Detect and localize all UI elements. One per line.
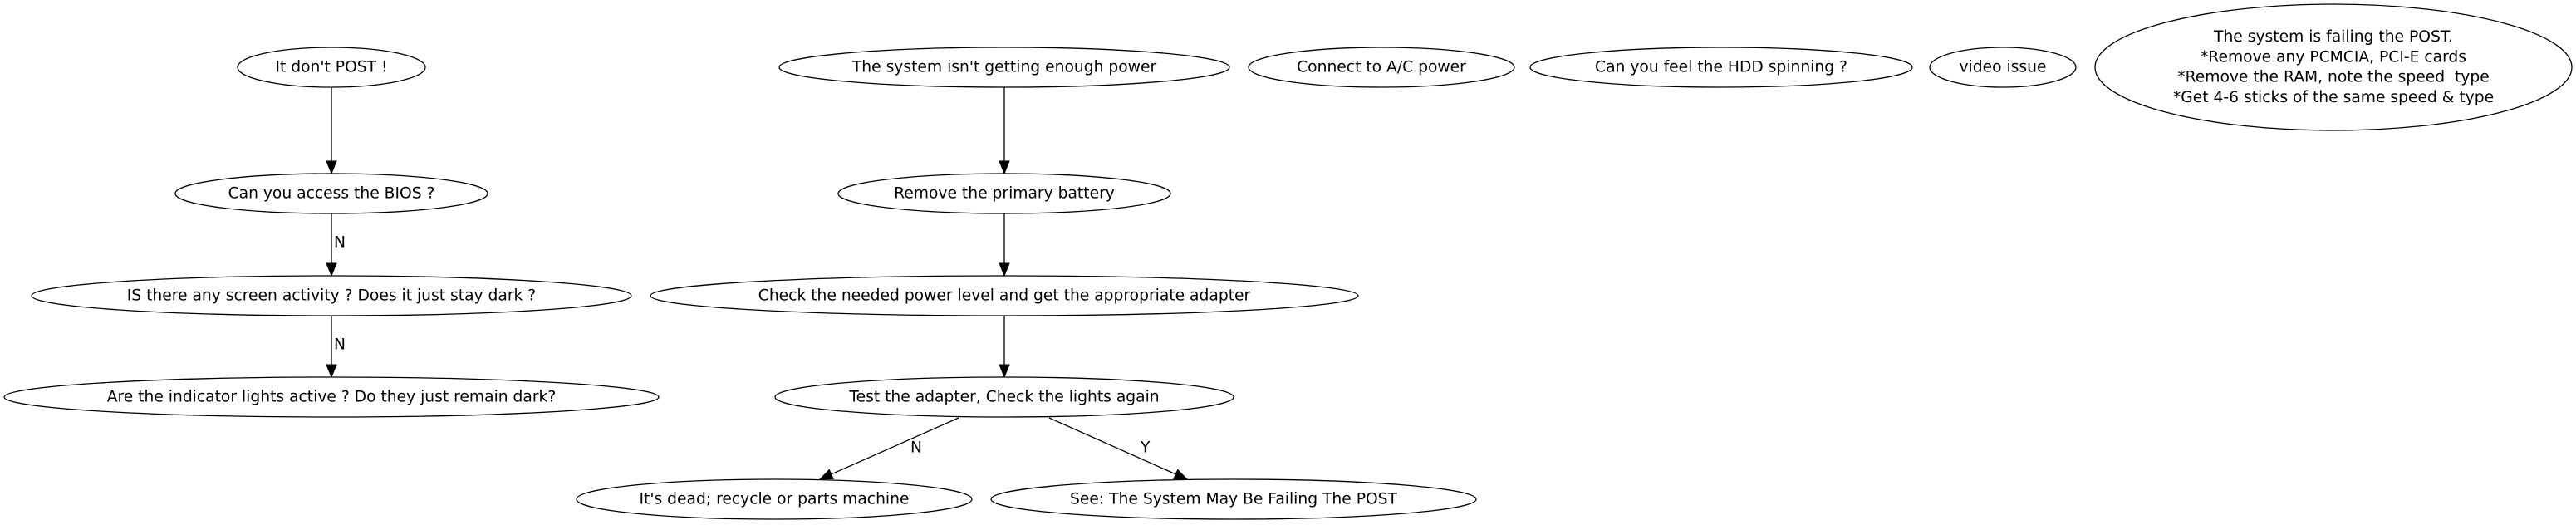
- node-label: The system isn't getting enough power: [851, 59, 1157, 76]
- node-power[interactable]: The system isn't getting enough power: [778, 47, 1230, 88]
- node-label: Connect to A/C power: [1297, 59, 1466, 76]
- edge-power-to-battery: [999, 87, 1010, 175]
- edge-adapter_test-to-dead: N: [818, 417, 959, 480]
- node-failing-post[interactable]: The system is failing the POST. *Remove a…: [2094, 3, 2573, 131]
- node-ellipse[interactable]: [174, 173, 488, 214]
- edge-label: N: [910, 439, 922, 457]
- node-label: *Get 4-6 sticks of the same speed & type: [2173, 89, 2494, 106]
- node-label: See: The System May Be Failing The POST: [1070, 491, 1397, 508]
- node-ellipse[interactable]: [1929, 47, 2077, 88]
- arrowhead-icon: [999, 364, 1010, 379]
- node-label: Can you feel the HDD spinning ?: [1595, 59, 1847, 76]
- node-no-post[interactable]: It don't POST !: [237, 47, 426, 88]
- arrowhead-icon: [818, 469, 834, 480]
- node-ellipse[interactable]: [237, 47, 426, 88]
- arrowhead-icon: [326, 262, 337, 277]
- arrowhead-icon: [999, 160, 1010, 175]
- node-adapter-test[interactable]: Test the adapter, Check the lights again: [774, 376, 1234, 418]
- node-adapter-check[interactable]: Check the needed power level and get the…: [650, 275, 1359, 316]
- node-ellipse[interactable]: [2094, 3, 2573, 131]
- arrowhead-icon: [1173, 469, 1189, 480]
- edge-no_post-to-bios: [326, 87, 337, 175]
- node-label: Test the adapter, Check the lights again: [848, 389, 1159, 406]
- node-label: It's dead; recycle or parts machine: [640, 491, 910, 508]
- node-hdd[interactable]: Can you feel the HDD spinning ?: [1529, 47, 1913, 88]
- node-label: *Remove any PCMCIA, PCI-E cards: [2201, 48, 2466, 66]
- edges-layer: N N N Y: [326, 87, 1189, 480]
- node-see-post[interactable]: See: The System May Be Failing The POST: [990, 478, 1477, 520]
- node-ellipse[interactable]: [990, 478, 1477, 520]
- edge-label: N: [334, 234, 346, 252]
- node-ac[interactable]: Connect to A/C power: [1248, 47, 1515, 88]
- edge-line: [1048, 417, 1176, 475]
- node-ellipse[interactable]: [3, 376, 660, 418]
- nodes-layer: It don't POST ! Can you access the BIOS ?…: [3, 3, 2573, 520]
- edge-label: N: [334, 336, 346, 354]
- edge-adapter_test-to-see_post: Y: [1048, 417, 1189, 480]
- node-label: *Remove the RAM, note the speed type: [2177, 69, 2489, 86]
- node-label: The system is failing the POST.: [2213, 28, 2453, 46]
- node-lights[interactable]: Are the indicator lights active ? Do the…: [3, 376, 660, 418]
- edge-label: Y: [1140, 439, 1151, 457]
- node-dead[interactable]: It's dead; recycle or parts machine: [576, 478, 973, 520]
- edge-line: [831, 417, 959, 475]
- node-label: It don't POST !: [275, 59, 387, 76]
- edge-battery-to-adapter_check: [999, 213, 1010, 277]
- node-ellipse[interactable]: [576, 478, 973, 520]
- node-label: Can you access the BIOS ?: [228, 185, 435, 203]
- node-label: video issue: [1960, 59, 2047, 76]
- node-ellipse[interactable]: [31, 275, 632, 316]
- node-ellipse[interactable]: [650, 275, 1359, 316]
- node-label: Remove the primary battery: [894, 185, 1115, 203]
- node-battery[interactable]: Remove the primary battery: [837, 173, 1171, 214]
- node-bios[interactable]: Can you access the BIOS ?: [174, 173, 488, 214]
- node-ellipse[interactable]: [1529, 47, 1913, 88]
- node-video[interactable]: video issue: [1929, 47, 2077, 88]
- node-ellipse[interactable]: [774, 376, 1234, 418]
- edge-adapter_check-to-adapter_test: [999, 316, 1010, 379]
- node-ellipse[interactable]: [837, 173, 1171, 214]
- edge-bios-to-screen: N: [326, 213, 346, 277]
- node-label: Check the needed power level and get the…: [758, 287, 1251, 305]
- arrowhead-icon: [999, 262, 1010, 277]
- node-label: Are the indicator lights active ? Do the…: [107, 389, 557, 406]
- arrowhead-icon: [326, 364, 337, 379]
- node-ellipse[interactable]: [778, 47, 1230, 88]
- node-screen[interactable]: IS there any screen activity ? Does it j…: [31, 275, 632, 316]
- node-label: IS there any screen activity ? Does it j…: [127, 287, 536, 305]
- edge-screen-to-lights: N: [326, 316, 346, 379]
- arrowhead-icon: [326, 160, 337, 175]
- node-ellipse[interactable]: [1248, 47, 1515, 88]
